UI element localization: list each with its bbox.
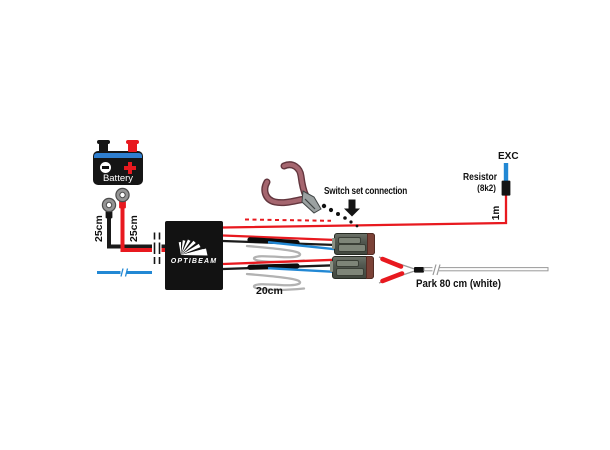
exc-lead-length-label: 1m xyxy=(491,205,502,221)
optibeam-logo-icon xyxy=(178,239,208,256)
controller-box: OPTIBEAM xyxy=(165,221,223,290)
ring-terminal-positive-icon xyxy=(115,187,130,209)
main-power-wire xyxy=(222,195,508,229)
park-wire xyxy=(423,264,549,276)
brand-label: OPTIBEAM xyxy=(170,258,218,265)
battery-stripe xyxy=(94,153,142,158)
ring-terminal-negative-icon xyxy=(101,197,117,219)
slack-loop-upper-wire xyxy=(245,244,306,264)
battery-negative-icon xyxy=(100,162,111,173)
exc-label: EXC xyxy=(498,151,519,162)
resistor-value-label: (8k2) xyxy=(477,183,496,194)
battery-positive-icon xyxy=(124,162,136,174)
harness-upper xyxy=(222,234,337,251)
harness-lower xyxy=(222,258,335,273)
resistor-label: Resistor xyxy=(462,172,497,183)
cut-trace-dots xyxy=(321,203,359,228)
park-wire-label: Park 80 cm (white) xyxy=(416,278,502,290)
accessory-wire xyxy=(97,268,152,277)
park-splice xyxy=(378,256,424,284)
positive-lead-length-label: 25cm xyxy=(128,215,140,242)
cut-wire-dashed xyxy=(244,218,332,222)
battery-label: Battery xyxy=(102,173,134,184)
slack-loop-lower-wire xyxy=(245,272,306,292)
resistor-body xyxy=(501,180,511,196)
connector-lower xyxy=(330,256,374,279)
wire-cutter-icon xyxy=(261,161,322,214)
switch-connection-arrow-icon xyxy=(344,199,360,217)
connector-upper xyxy=(332,233,375,255)
wire-break-marks xyxy=(153,232,161,264)
slack-length-label: 20cm xyxy=(256,285,283,297)
switch-connection-label: Switch set connection xyxy=(324,186,408,197)
negative-lead-length-label: 25cm xyxy=(93,215,105,242)
